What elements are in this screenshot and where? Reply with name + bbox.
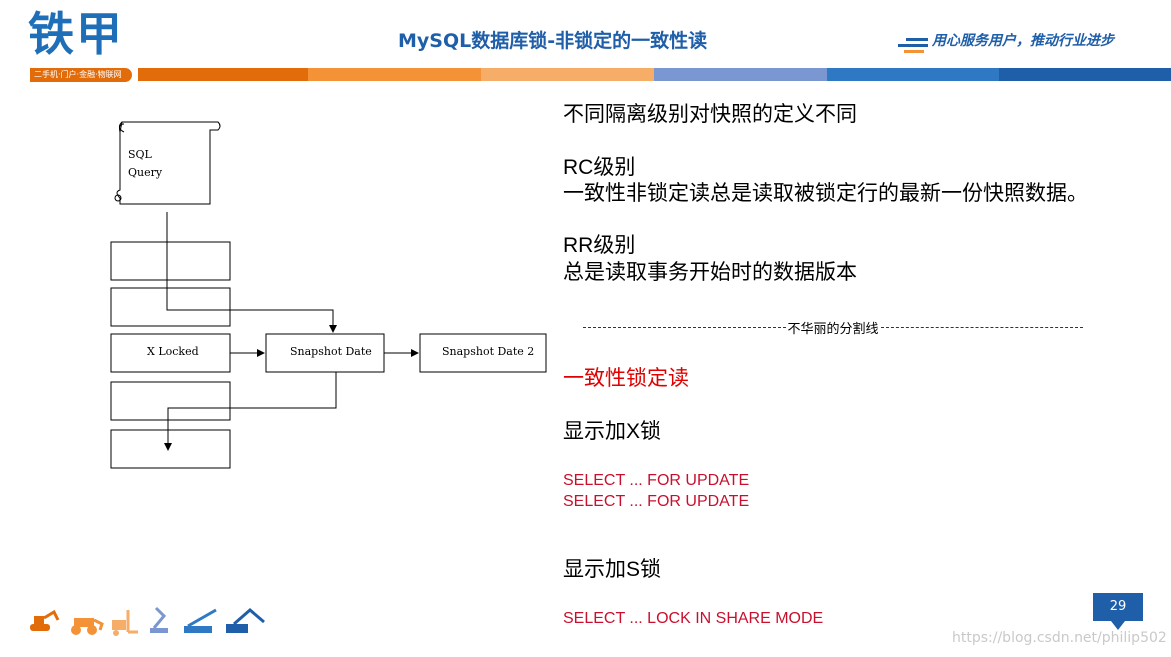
aerial-platform-icon [150, 606, 168, 633]
locking-read-title: 一致性锁定读 [563, 367, 689, 390]
section-divider: 不华丽的分割线 [583, 318, 1084, 337]
concrete-pump-icon [226, 608, 265, 633]
s-lock-code: SELECT ... LOCK IN SHARE MODE [563, 610, 824, 627]
row-box-4 [110, 381, 231, 421]
query-to-snapshot-arrow [166, 212, 337, 333]
logo: 铁甲 [28, 7, 124, 61]
snapshot-box-1 [265, 333, 385, 373]
rc-title: RC级别 [563, 156, 636, 179]
isolation-note: 不同隔离级别对快照的定义不同 [563, 103, 857, 126]
divider-label: 不华丽的分割线 [787, 322, 879, 337]
machinery-icons [30, 606, 265, 636]
header-stripe-3 [481, 68, 654, 81]
logo-tagline: 二手机·门户·金融·物联网 [30, 68, 132, 82]
rr-title: RR级别 [563, 234, 636, 257]
snapshot-1-label: Snapshot Date [290, 345, 372, 358]
header-stripe-6 [999, 68, 1171, 81]
rc-description: 一致性非锁定读总是读取被锁定行的最新一份快照数据。 [563, 182, 1088, 205]
snapshot-diagram: SQL Query X Locked Snapshot Date Snapsho… [110, 121, 547, 469]
row-box-2 [110, 287, 231, 327]
x-lock-code-2: SELECT ... FOR UPDATE [563, 493, 750, 510]
loader-icon [71, 618, 104, 635]
forklift-icon [112, 610, 138, 636]
header-stripe-5 [827, 68, 999, 81]
row-box-1 [110, 241, 231, 281]
row-box-x-locked [110, 333, 231, 373]
header-stripe-4 [654, 68, 827, 81]
x-lock-title: 显示加X锁 [563, 420, 662, 443]
scroll-label-query: Query [128, 166, 163, 179]
header-stripe-2 [308, 68, 481, 81]
page-title: MySQL数据库锁-非锁定的一致性读 [398, 30, 708, 52]
watermark: https://blog.csdn.net/philip502 [952, 630, 1167, 646]
page-number: 29 [1093, 593, 1143, 621]
snapshot-box-2 [419, 333, 547, 373]
s-lock-title: 显示加S锁 [563, 558, 662, 581]
snapshot-return-arrow [164, 372, 337, 451]
snapshot-2-label: Snapshot Date 2 [442, 345, 534, 358]
scroll-label-sql: SQL [128, 148, 153, 161]
slogan: 用心服务用户，推动行业进步 [932, 33, 1114, 49]
x-locked-label: X Locked [147, 345, 199, 358]
row-box-5 [110, 429, 231, 469]
crane-icon [184, 608, 217, 633]
excavator-icon [30, 609, 60, 631]
rr-description: 总是读取事务开始时的数据版本 [563, 261, 857, 284]
page-number-pointer [1111, 621, 1125, 630]
sql-query-scroll: SQL Query [114, 121, 221, 205]
x-lock-code-1: SELECT ... FOR UPDATE [563, 472, 750, 489]
header-stripe-1 [138, 68, 308, 81]
slogan-mark [898, 38, 928, 53]
